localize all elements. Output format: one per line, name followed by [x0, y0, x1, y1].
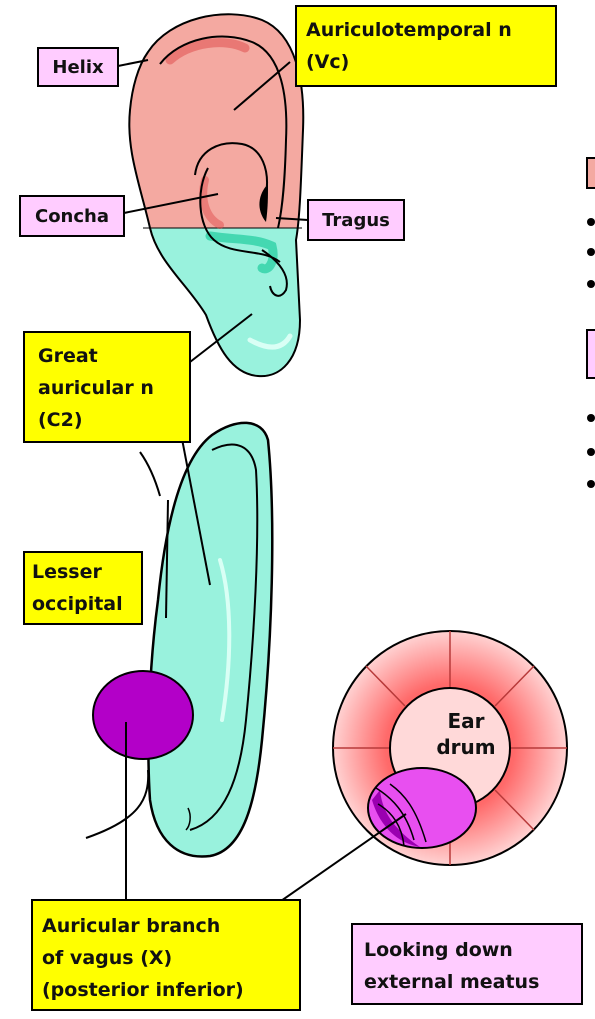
concha-label: Concha — [35, 206, 109, 227]
legend-swatch-magenta — [587, 330, 595, 378]
legend-bullet — [587, 280, 595, 288]
vagus-label-2: of vagus (X) — [42, 947, 172, 969]
vagus-posterior-region — [93, 671, 193, 759]
auriculotemporal-box — [296, 6, 556, 86]
lesser-occipital-label-2: occipital — [32, 593, 123, 615]
lesser-occipital-label: Lesser — [32, 561, 102, 583]
helix-label: Helix — [52, 57, 104, 78]
great-auricular-label-2: auricular n — [38, 377, 154, 399]
legend-bullet — [587, 480, 595, 488]
cropped-legend — [587, 158, 595, 488]
legend-swatch-pink — [587, 158, 595, 188]
vagus-label-3: (posterior inferior) — [42, 979, 244, 1001]
ear-drum-label: Ear — [447, 709, 484, 733]
great-auricular-label-3: (C2) — [38, 409, 83, 431]
looking-down-label-2: external meatus — [364, 971, 539, 993]
legend-bullet — [587, 248, 595, 256]
vagus-label: Auricular branch — [42, 915, 220, 937]
legend-bullet — [587, 218, 595, 226]
posterior-ear-root — [86, 770, 148, 838]
looking-down-label: Looking down — [364, 939, 513, 961]
posterior-ear — [86, 418, 272, 857]
auriculotemporal-label: Auriculotemporal n — [306, 19, 512, 41]
auriculotemporal-label-2: (Vc) — [306, 51, 349, 73]
ear-drum-label-2: drum — [436, 735, 495, 759]
tragus-label: Tragus — [322, 210, 390, 231]
legend-bullet — [587, 448, 595, 456]
legend-bullet — [587, 414, 595, 422]
lesser-occipital-nerve — [140, 452, 160, 496]
great-auricular-label: Great — [38, 345, 98, 367]
ear-drum-view: Ear drum — [333, 631, 567, 865]
